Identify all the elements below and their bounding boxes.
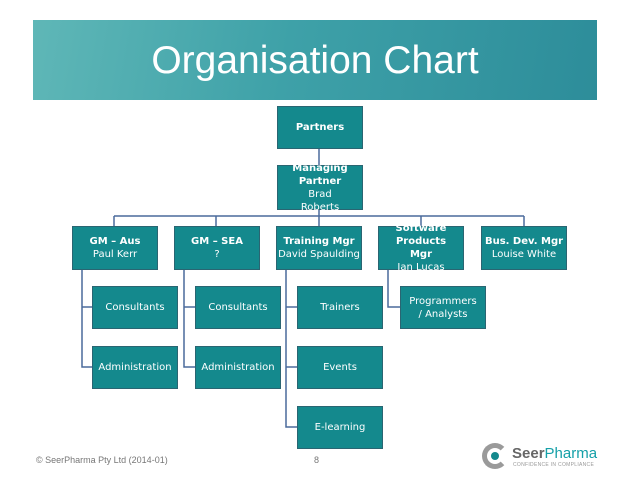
logo-name-seer: Seer (512, 445, 545, 462)
connector-sea (183, 269, 195, 368)
box-title: Managing Partner (292, 162, 348, 187)
org-box-trainers: Trainers (297, 286, 383, 329)
org-box-events: Events (297, 346, 383, 389)
org-box-bus-dev-mgr: Bus. Dev. Mgr Louise White (481, 226, 567, 270)
logo-name-pharma: Pharma (544, 445, 598, 462)
logo-dot-icon (491, 452, 499, 460)
seerpharma-logo: SeerPharma CONFIDENCE IN COMPLIANCE (482, 443, 607, 473)
connector-aus (81, 269, 92, 368)
org-box-aus-consultants: Consultants (92, 286, 178, 329)
box-title: GM – Aus (89, 236, 141, 247)
connector-software (387, 269, 400, 308)
org-box-training-mgr: Training Mgr David Spaulding (276, 226, 362, 270)
org-box-software-mgr: Software Products Mgr Ian Lucas (378, 223, 464, 273)
copyright-text: © SeerPharma Pty Ltd (2014-01) (36, 455, 168, 465)
org-box-managing-partner: Managing Partner Brad Roberts (277, 162, 363, 213)
org-box-aus-administration: Administration (92, 346, 178, 389)
box-name: Ian Lucas (397, 262, 445, 273)
org-box-gm-aus: GM – Aus Paul Kerr (72, 226, 158, 270)
box-title: Software Products Mgr (395, 223, 447, 260)
box-title: GM – SEA (191, 236, 243, 247)
title-banner: Organisation Chart (33, 20, 597, 100)
box-title: Consultants (208, 302, 268, 313)
slide-title: Organisation Chart (151, 39, 479, 82)
box-title: Consultants (105, 302, 165, 313)
logo-tagline: CONFIDENCE IN COMPLIANCE (513, 462, 595, 468)
org-box-partners: Partners (277, 106, 363, 149)
box-title: Administration (201, 362, 275, 373)
org-box-sea-administration: Administration (195, 346, 281, 389)
box-title: Partners (295, 122, 345, 133)
box-title: Bus. Dev. Mgr (484, 236, 564, 247)
org-box-gm-sea: GM – SEA ? (174, 226, 260, 270)
box-name: Louise White (491, 249, 557, 260)
page-number: 8 (314, 455, 320, 465)
box-title: E-learning (314, 422, 366, 433)
org-box-programmers: Programmers / Analysts (400, 286, 486, 329)
box-name: ? (214, 249, 220, 260)
box-title: Programmers / Analysts (409, 295, 477, 320)
connector-training (285, 269, 297, 428)
logo-eye-icon (482, 443, 508, 469)
box-name: David Spaulding (278, 249, 360, 260)
box-title: Training Mgr (283, 236, 355, 247)
box-title: Events (323, 362, 357, 373)
org-box-sea-consultants: Consultants (195, 286, 281, 329)
box-title: Trainers (320, 302, 360, 313)
box-title: Administration (98, 362, 172, 373)
box-name: Paul Kerr (92, 249, 138, 260)
logo-name: SeerPharma (512, 445, 597, 462)
org-box-e-learning: E-learning (297, 406, 383, 449)
box-name: Brad Roberts (300, 188, 340, 213)
